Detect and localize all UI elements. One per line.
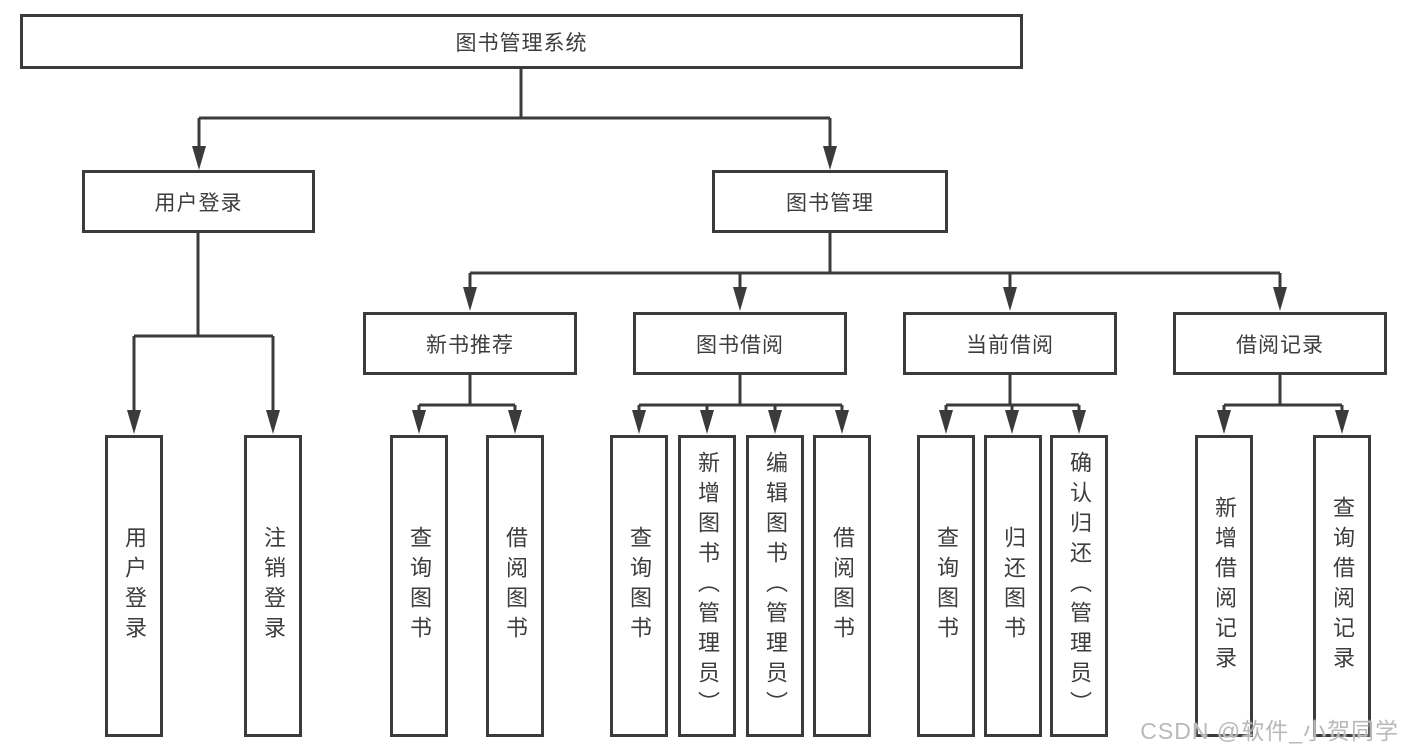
leaf-return-books: 归还图书	[984, 435, 1042, 737]
node-library-management-system: 图书管理系统	[20, 14, 1023, 69]
leaf-add-book-admin: 新增图书（管理员）	[678, 435, 736, 737]
leaf-query-books-recommend: 查询图书	[390, 435, 448, 737]
leaf-user-login: 用户登录	[105, 435, 163, 737]
leaf-logout: 注销登录	[244, 435, 302, 737]
node-new-book-recommend: 新书推荐	[363, 312, 577, 375]
node-book-borrow: 图书借阅	[633, 312, 847, 375]
node-borrow-records: 借阅记录	[1173, 312, 1387, 375]
node-user-login: 用户登录	[82, 170, 315, 233]
leaf-add-borrow-record: 新增借阅记录	[1195, 435, 1253, 737]
node-book-management: 图书管理	[712, 170, 948, 233]
arrowheads	[127, 146, 1349, 434]
leaf-borrow-books-recommend: 借阅图书	[486, 435, 544, 737]
leaf-confirm-return-admin: 确认归还（管理员）	[1050, 435, 1108, 737]
leaf-query-borrow-record: 查询借阅记录	[1313, 435, 1371, 737]
leaf-query-books-borrow: 查询图书	[610, 435, 668, 737]
leaf-edit-book-admin: 编辑图书（管理员）	[746, 435, 804, 737]
node-current-borrow: 当前借阅	[903, 312, 1117, 375]
leaf-borrow-books: 借阅图书	[813, 435, 871, 737]
csdn-watermark: CSDN @软件_小贺同学	[1140, 718, 1399, 744]
leaf-query-books-current: 查询图书	[917, 435, 975, 737]
